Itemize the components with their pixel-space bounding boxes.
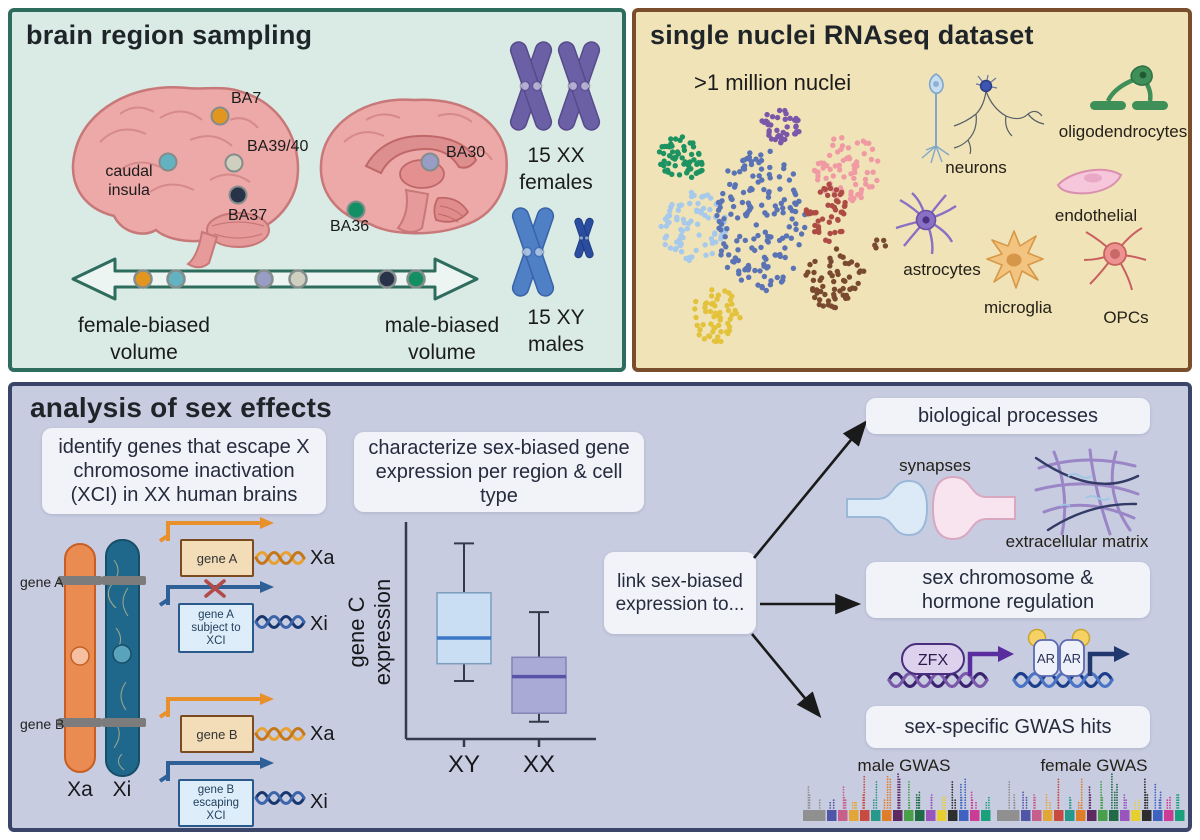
male-gwas-plot xyxy=(803,773,991,821)
transcription-arrow-icon xyxy=(158,693,274,719)
row4-xi-tag: Xi xyxy=(310,791,328,813)
region-label-BA36: BA36 xyxy=(330,218,370,235)
brain-panel-title: brain region sampling xyxy=(26,20,313,50)
analysis-of-sex-effects-panel: analysis of sex effects identify genes t… xyxy=(8,382,1192,832)
biological-processes-box: biological processes xyxy=(866,398,1150,434)
region-label-caudal-insula: caudal insula xyxy=(105,163,153,199)
opcs-label: OPCs xyxy=(1103,308,1149,327)
analysis-panel-title: analysis of sex effects xyxy=(30,392,332,423)
endothelial-icon xyxy=(1056,168,1123,195)
transcription-arrow-icon xyxy=(158,517,274,543)
row3-xa-tag: Xa xyxy=(310,723,335,745)
xx-chromosomes-icon xyxy=(507,39,603,133)
gene-b-escaping-box: gene B escaping XCI xyxy=(178,779,254,827)
sex-chromosome-hormone-text: sex chromosome & hormone regulation xyxy=(921,567,1095,613)
xci-description-box: identify genes that escape X chromosome … xyxy=(42,428,326,514)
dna-helix-orange-icon xyxy=(254,551,306,565)
astrocytes-label: astrocytes xyxy=(903,260,981,279)
male-gwas-label: male GWAS xyxy=(857,756,951,775)
boxplot-ylabel-line2: expression xyxy=(370,579,395,685)
endothelial-label: endothelial xyxy=(1054,206,1138,225)
red-x-icon xyxy=(204,579,226,598)
rnaseq-panel-title: single nuclei RNAseq dataset xyxy=(650,20,1034,50)
opc-icon xyxy=(1083,227,1147,291)
female-gwas-label: female GWAS xyxy=(1040,756,1148,775)
xa-xi-chromosomes-illustration: gene A gene B Xa Xi xyxy=(20,539,146,801)
dna-helix-orange-icon xyxy=(254,727,306,741)
gene-a-silenced-box: gene A subject to XCI xyxy=(178,603,254,653)
synapses-label: synapses xyxy=(899,456,971,475)
gene-a-side-label: gene A xyxy=(20,574,64,590)
neuron-bipolar-icon xyxy=(921,73,950,164)
astrocyte-icon xyxy=(895,192,957,255)
females-count-label: 15 XX females xyxy=(519,144,593,194)
male-biased-volume-label: male-biased volume xyxy=(384,314,500,364)
dna-helix-blue-icon xyxy=(254,615,306,629)
microglia-icon xyxy=(986,230,1044,289)
axis-dot-4 xyxy=(288,269,308,289)
gwas-hits-box: sex-specific GWAS hits xyxy=(866,706,1150,748)
boxplot-ylabel-line1: gene C xyxy=(344,596,369,667)
gene-a-active-box: gene A xyxy=(180,539,254,577)
boxplot-category-xy: XY xyxy=(448,751,480,778)
nuclei-count-note: >1 million nuclei xyxy=(694,70,852,95)
region-dot-BA39-40 xyxy=(224,153,244,173)
oligodendrocytes-label: oligodendrocytes xyxy=(1058,122,1188,141)
boxplot-axes xyxy=(404,522,596,747)
axis-dot-3 xyxy=(254,269,274,289)
zfx-label: ZFX xyxy=(918,652,949,669)
gene-b-active-box: gene B xyxy=(180,715,254,753)
axis-dot-2 xyxy=(166,269,186,289)
axis-dot-1 xyxy=(133,269,153,289)
region-label-BA7: BA7 xyxy=(231,90,262,107)
extracellular-matrix-label: extracellular matrix xyxy=(1005,532,1149,551)
blocked-transcription-arrow-icon xyxy=(158,579,274,607)
boxplot-boxes xyxy=(436,542,567,723)
region-label-BA39-40: BA39/40 xyxy=(247,138,309,155)
region-dot-BA37 xyxy=(228,185,248,205)
region-label-BA37: BA37 xyxy=(228,207,268,224)
oligodendrocyte-icon xyxy=(1090,65,1168,110)
ar-label-2: AR xyxy=(1063,651,1081,666)
xy-chromosomes-icon xyxy=(509,205,595,299)
sex-chromosome-hormone-box: sex chromosome & hormone regulation xyxy=(866,562,1150,618)
synapses-icon xyxy=(846,475,1016,541)
region-dot-BA7 xyxy=(210,106,230,126)
transcription-arrow-blue-icon xyxy=(158,757,274,783)
neuron-multipolar-icon xyxy=(953,74,1045,155)
row1-xa-tag: Xa xyxy=(310,547,335,569)
volume-axis-arrow xyxy=(71,257,479,301)
gene-expression-boxplot: gene C expression XY XX xyxy=(344,522,596,778)
zfx-ar-regulation-icon: ZFX AR AR xyxy=(887,628,1130,689)
region-dot-BA36 xyxy=(346,200,366,220)
boxplot-category-xx: XX xyxy=(523,751,555,778)
region-dot-caudal-insula xyxy=(158,152,178,172)
rnaseq-dataset-panel: single nuclei RNAseq dataset >1 million … xyxy=(632,8,1192,372)
region-dot-BA30 xyxy=(420,152,440,172)
dna-helix-blue-icon xyxy=(254,791,306,805)
gene-b-side-label: gene B xyxy=(20,716,64,732)
brain-medial-illustration xyxy=(319,98,508,235)
region-label-BA30: BA30 xyxy=(446,144,486,161)
female-gwas-plot xyxy=(997,773,1185,821)
link-expression-box: link sex-biased expression to... xyxy=(604,552,756,634)
axis-dot-5 xyxy=(377,269,397,289)
xci-gene-rows: gene A Xa gene A subject to XCI Xi gene … xyxy=(144,509,354,839)
female-biased-volume-label: female-biased volume xyxy=(78,314,210,364)
xi-chromosome-label: Xi xyxy=(113,778,132,801)
xa-chromosome-label: Xa xyxy=(67,778,93,801)
row2-xi-tag: Xi xyxy=(310,613,328,635)
characterize-box: characterize sex-biased gene expression … xyxy=(354,432,644,512)
brain-region-sampling-panel: brain region sampling BA7 cau xyxy=(8,8,626,372)
microglia-label: microglia xyxy=(983,298,1053,317)
umap-scatter xyxy=(656,107,889,345)
males-count-label: 15 XY males xyxy=(527,306,585,356)
ar-label-1: AR xyxy=(1037,651,1055,666)
extracellular-matrix-icon xyxy=(1034,448,1140,536)
axis-dot-6 xyxy=(406,269,426,289)
neurons-label: neurons xyxy=(945,158,1007,177)
